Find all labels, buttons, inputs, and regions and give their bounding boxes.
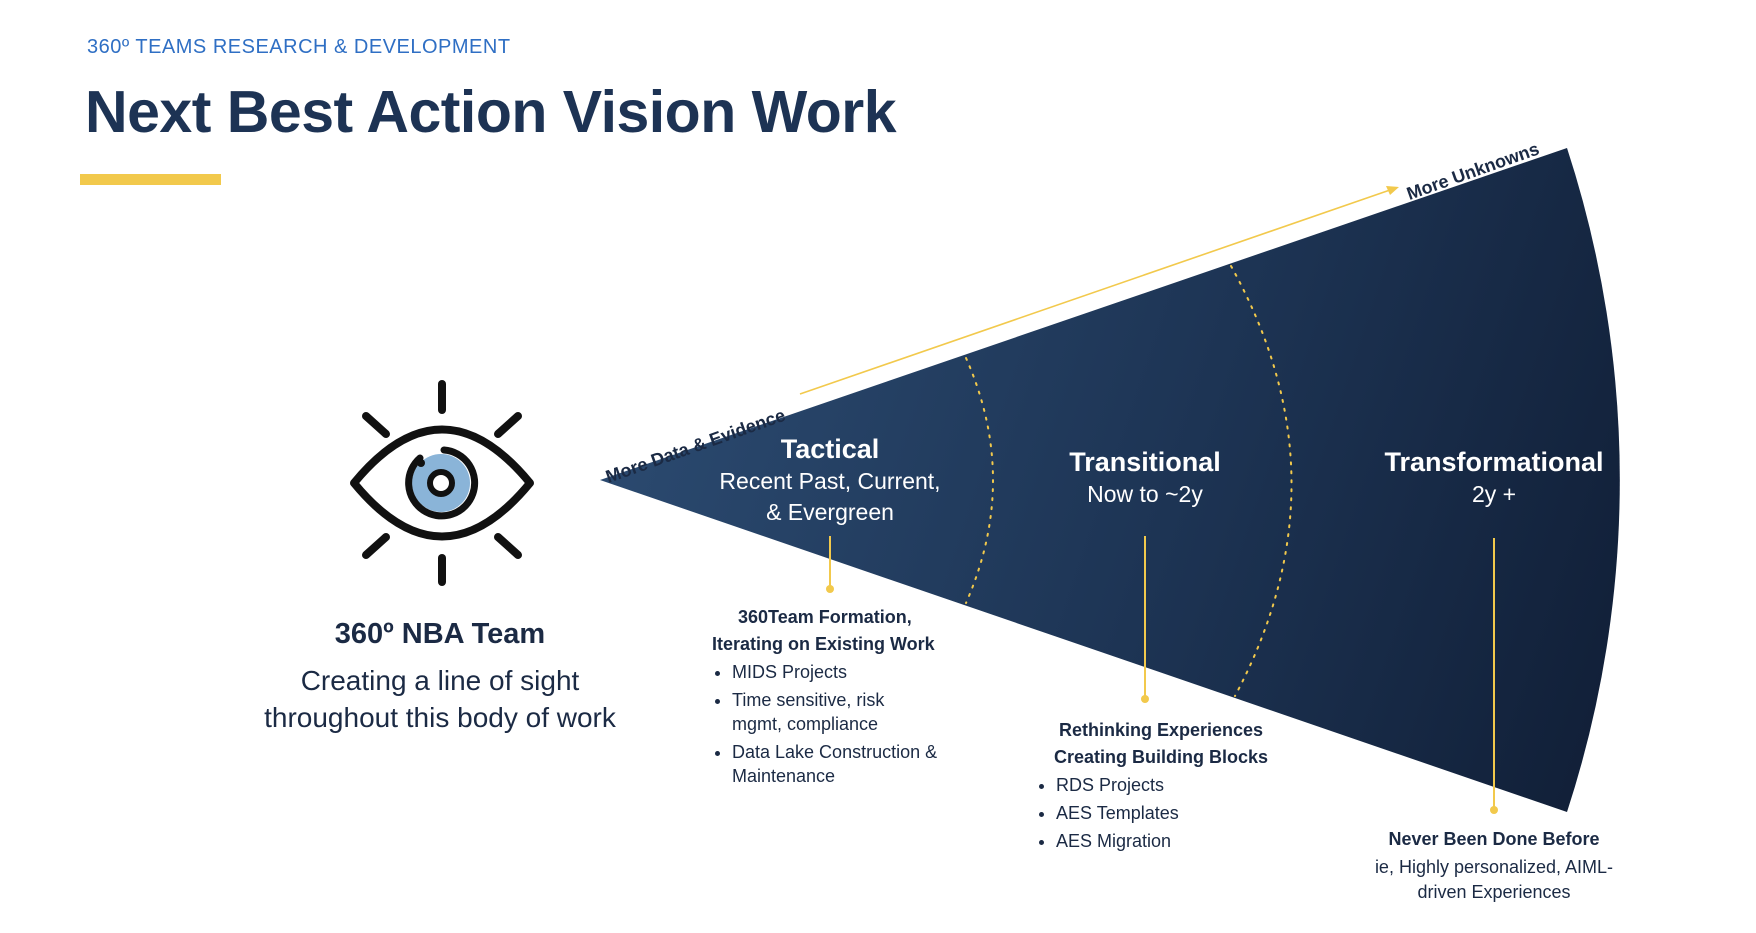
transitional-item-list: RDS Projects AES Templates AES Migration <box>1036 773 1286 853</box>
list-item: AES Migration <box>1056 829 1286 853</box>
list-item: RDS Projects <box>1056 773 1286 797</box>
note-description: ie, Highly personalized, AIML-driven Exp… <box>1374 857 1614 902</box>
divider-transitional-transformational <box>1230 265 1293 697</box>
note-heading-line-2: Iterating on Existing Work <box>712 634 935 654</box>
eye-icon <box>350 380 534 586</box>
horizon-tactical-label: Tactical Recent Past, Current, & Evergre… <box>680 432 980 528</box>
horizon-wedge <box>600 148 1620 812</box>
unknowns-arrow-head <box>1386 186 1399 195</box>
tactical-item-list: MIDS Projects Time sensitive, risk mgmt,… <box>712 660 972 788</box>
list-item: AES Templates <box>1056 801 1286 825</box>
eyebrow-label: 360º TEAMS RESEARCH & DEVELOPMENT <box>87 36 511 58</box>
note-heading-line-2: Creating Building Blocks <box>1053 747 1269 767</box>
title-accent-bar <box>80 174 221 185</box>
horizon-title: Tactical <box>780 434 880 464</box>
horizon-transformational-label: Transformational 2y + <box>1344 445 1644 510</box>
divider-tactical-transitional <box>965 357 994 604</box>
horizon-title: Transformational <box>1384 447 1604 477</box>
transformational-note: Never Been Done Before ie, Highly person… <box>1364 826 1624 905</box>
list-item: Time sensitive, risk mgmt, compliance <box>732 688 907 736</box>
team-name: 360º NBA Team <box>334 618 546 650</box>
note-heading-line-1: 360Team Formation, <box>738 607 912 627</box>
horizon-subtitle-line-1: Now to ~2y <box>1087 481 1203 507</box>
leader-lines <box>826 536 1498 814</box>
list-item: Data Lake Construction & Maintenance <box>732 740 972 788</box>
unknowns-arrow-line <box>799 189 1391 395</box>
transitional-note: Rethinking Experiences Creating Building… <box>1036 717 1286 857</box>
horizon-subtitle-line-2: & Evergreen <box>766 499 894 525</box>
tactical-note: 360Team Formation, Iterating on Existing… <box>712 604 972 792</box>
horizon-subtitle-line-1: 2y + <box>1471 481 1517 507</box>
horizon-subtitle-line-1: Recent Past, Current, <box>719 468 941 494</box>
page-title: Next Best Action Vision Work <box>85 79 897 145</box>
horizon-title: Transitional <box>1069 447 1221 477</box>
team-description: Creating a line of sight throughout this… <box>228 662 652 736</box>
list-item: MIDS Projects <box>732 660 972 684</box>
note-heading-line-1: Never Been Done Before <box>1388 829 1600 849</box>
note-heading-line-1: Rethinking Experiences <box>1058 720 1264 740</box>
horizon-transitional-label: Transitional Now to ~2y <box>1015 445 1275 510</box>
team-description-line-1: Creating a line of sight <box>300 665 580 696</box>
team-description-line-2: throughout this body of work <box>264 702 616 733</box>
